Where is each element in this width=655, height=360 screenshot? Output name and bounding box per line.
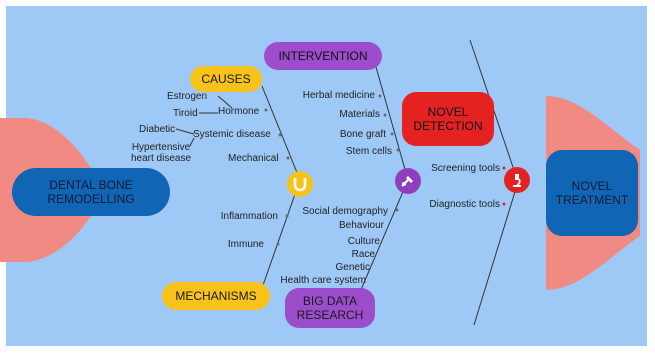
novel-treatment-box: NOVEL TREATMENT bbox=[546, 150, 638, 236]
stem-cells-label: Stem cells bbox=[345, 146, 392, 157]
systemic-disease-label: Systemic disease bbox=[193, 129, 271, 140]
diabetic-label: Diabetic bbox=[139, 124, 176, 135]
social-demography-label: Social demography bbox=[302, 206, 388, 217]
tick-dot bbox=[502, 202, 506, 206]
hypertensive-heart-disease-label: Hypertensive heart disease bbox=[130, 142, 192, 164]
systemic-connector-1 bbox=[175, 128, 195, 135]
tiroid-label: Tiroid bbox=[173, 108, 198, 119]
dental-bone-remodelling-box: DENTAL BONE REMODELLING bbox=[12, 168, 170, 216]
magnet-icon bbox=[287, 171, 313, 197]
mechanisms-bone bbox=[261, 179, 301, 289]
hormone-connector-1 bbox=[217, 95, 233, 109]
mechanical-label: Mechanical bbox=[228, 153, 279, 164]
systemic-connector-2 bbox=[189, 137, 195, 147]
culture-label: Culture bbox=[347, 236, 380, 247]
detection-bone-upper bbox=[469, 39, 519, 183]
inflammation-label: Inflammation bbox=[220, 211, 278, 222]
genetic-label: Genetic bbox=[335, 262, 370, 273]
tick-dot bbox=[286, 156, 290, 160]
herbal-medicine-label: Herbal medicine bbox=[302, 90, 375, 101]
big-data-research-box: BIG DATA RESEARCH bbox=[285, 288, 375, 328]
detection-bone-lower bbox=[473, 181, 519, 326]
race-label: Race bbox=[351, 249, 375, 260]
materials-label: Materials bbox=[339, 109, 380, 120]
tick-dot bbox=[285, 214, 289, 218]
behaviour-label: Behaviour bbox=[338, 220, 384, 231]
intervention-box: INTERVENTION bbox=[264, 42, 382, 70]
tick-dot bbox=[383, 113, 387, 117]
intervention-bone bbox=[373, 59, 409, 181]
causes-box: CAUSES bbox=[190, 66, 262, 92]
mechanisms-box: MECHANISMS bbox=[162, 282, 270, 310]
diagnostic-tools-label: Diagnostic tools bbox=[429, 199, 500, 210]
immune-label: Immune bbox=[227, 239, 264, 250]
tick-dot bbox=[378, 94, 382, 98]
bone-graft-label: Bone graft bbox=[339, 129, 386, 140]
screening-tools-label: Screening tools bbox=[431, 163, 500, 174]
tick-dot bbox=[264, 108, 268, 112]
tick-dot bbox=[502, 166, 506, 170]
tick-dot bbox=[395, 208, 399, 212]
health-care-system-label: Health care system bbox=[280, 275, 366, 286]
tick-dot bbox=[278, 133, 282, 137]
novel-detection-box: NOVEL DETECTION bbox=[402, 92, 494, 146]
causes-bone bbox=[261, 85, 301, 181]
hormone-label: Hormone bbox=[218, 106, 260, 117]
tick-dot bbox=[396, 148, 400, 152]
microscope-icon bbox=[504, 167, 530, 193]
tooth-brush-icon bbox=[395, 168, 421, 194]
estrogen-label: Estrogen bbox=[167, 91, 208, 102]
tick-dot bbox=[390, 132, 394, 136]
big-data-bone bbox=[359, 179, 409, 293]
tick-dot bbox=[276, 242, 280, 246]
